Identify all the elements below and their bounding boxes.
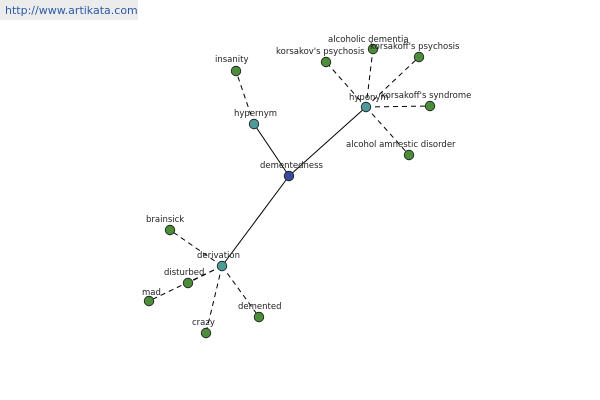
label-insanity[interactable]: insanity (215, 55, 249, 65)
node-demented[interactable] (253, 311, 265, 323)
edge-hyponym-korsakoff-s-syndrome (365, 105, 431, 108)
edge-dementedness-hypernym (253, 123, 290, 177)
edge-hyponym-alcohol-amnestic-disorder (365, 106, 410, 156)
edge-hyponym-korsakov-s-psychosis (325, 61, 367, 108)
site-link[interactable]: http://www.artikata.com (5, 4, 138, 17)
nodes-layer (143, 43, 436, 339)
node-alcoholic-dementia[interactable] (367, 43, 379, 55)
edge-hypernym-insanity (235, 70, 255, 125)
labels-layer: dementedness hypernym hyponym derivation ins… (142, 35, 471, 328)
node-korsakoff-s-psychosis[interactable] (413, 51, 425, 63)
label-mad[interactable]: mad (142, 288, 161, 298)
label-korsakoff-s-psychosis[interactable]: korsakoff's psychosis (370, 42, 460, 52)
edge-hyponym-alcoholic-dementia (365, 48, 374, 108)
site-link-bar: http://www.artikata.com (0, 0, 138, 20)
node-hypernym[interactable] (248, 118, 260, 130)
edge-derivation-brainsick (169, 229, 223, 267)
node-derivation[interactable] (216, 260, 228, 272)
edges-layer (148, 48, 431, 334)
edge-derivation-crazy (205, 265, 223, 334)
label-korsakov-s-psychosis[interactable]: korsakov's psychosis (276, 47, 365, 57)
label-dementedness[interactable]: dementedness (260, 161, 324, 171)
node-disturbed[interactable] (182, 277, 194, 289)
label-hyponym[interactable]: hyponym (349, 93, 389, 103)
node-hyponym[interactable] (360, 101, 372, 113)
node-mad[interactable] (143, 295, 155, 307)
node-dementedness[interactable] (283, 170, 295, 182)
edge-dementedness-hyponym (288, 106, 367, 177)
label-crazy[interactable]: crazy (192, 318, 215, 328)
label-derivation[interactable]: derivation (197, 251, 240, 261)
label-hypernym[interactable]: hypernym (234, 109, 277, 119)
label-brainsick[interactable]: brainsick (146, 215, 184, 225)
label-disturbed[interactable]: disturbed (164, 268, 204, 278)
node-crazy[interactable] (200, 327, 212, 339)
label-alcoholic-dementia[interactable]: alcoholic dementia (328, 35, 409, 45)
edge-hyponym-korsakoff-s-psychosis (365, 56, 420, 108)
node-brainsick[interactable] (164, 224, 176, 236)
node-korsakov-s-psychosis[interactable] (320, 56, 332, 68)
label-demented[interactable]: demented (238, 302, 281, 312)
edge-derivation-demented (221, 265, 260, 318)
node-korsakoff-s-syndrome[interactable] (424, 100, 436, 112)
label-alcohol-amnestic-disorder[interactable]: alcohol amnestic disorder (346, 140, 456, 150)
node-insanity[interactable] (230, 65, 242, 77)
edge-dementedness-derivation (221, 175, 290, 267)
node-alcohol-amnestic-disorder[interactable] (403, 149, 415, 161)
label-korsakoff-s-syndrome[interactable]: korsakoff's syndrome (381, 91, 471, 101)
